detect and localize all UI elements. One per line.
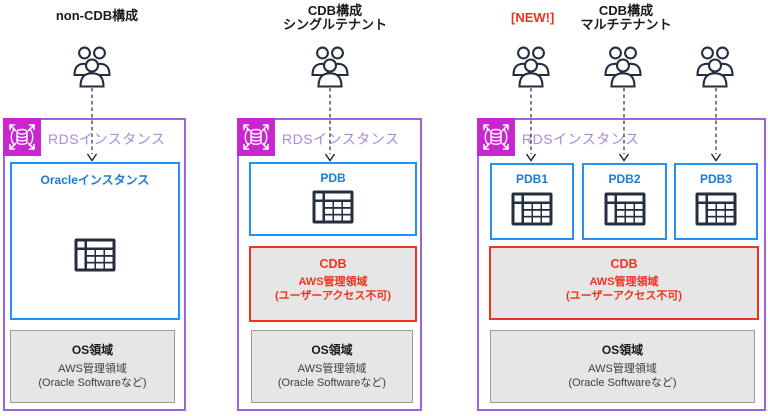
column-title-line: CDB構成 — [598, 3, 654, 18]
os-area-box: OS領域 AWS管理領域 (Oracle Softwareなど) — [10, 330, 175, 403]
database-table-icon — [695, 192, 737, 226]
pdb-label: PDB2 — [608, 172, 641, 186]
os-line: (Oracle Softwareなど) — [277, 377, 387, 389]
rds-instance-label: RDSインスタンス — [48, 131, 166, 147]
database-table-icon — [312, 190, 354, 224]
column-title-cdb-multi: CDB構成 マルチテナント — [568, 4, 684, 32]
os-line: (Oracle Softwareなど) — [568, 377, 677, 389]
cdb-line: (ユーザーアクセス不可) — [274, 290, 392, 302]
cdb-line: (ユーザーアクセス不可) — [565, 290, 683, 302]
column-title-line: CDB構成 — [307, 3, 363, 18]
os-title: OS領域 — [601, 343, 644, 357]
cdb-line: AWS管理領域 — [298, 276, 368, 288]
column-title-line: non-CDB構成 — [55, 8, 139, 23]
os-area-box: OS領域 AWS管理領域 (Oracle Softwareなど) — [251, 330, 413, 403]
users-group-icon — [310, 44, 350, 88]
cdb-line: AWS管理領域 — [589, 276, 659, 288]
pdb-label: PDB1 — [515, 172, 548, 186]
rds-instance-label: RDSインスタンス — [282, 131, 400, 147]
pdb-label: PDB — [320, 171, 346, 185]
column-title-line: マルチテナント — [580, 17, 672, 32]
oracle-instance-label: Oracleインスタンス — [40, 173, 150, 187]
amazon-rds-icon — [237, 118, 275, 156]
pdb-label: PDB3 — [699, 172, 732, 186]
database-table-icon — [604, 192, 646, 226]
users-group-icon — [511, 44, 551, 88]
pdb-box: PDB3 — [674, 163, 758, 240]
column-title-non-cdb: non-CDB構成 — [17, 9, 177, 23]
os-title: OS領域 — [311, 343, 353, 357]
cdb-managed-box: CDB AWS管理領域 (ユーザーアクセス不可) — [249, 246, 417, 322]
dashed-down-arrow — [525, 87, 537, 162]
oracle-instance-box: Oracleインスタンス — [10, 162, 180, 320]
amazon-rds-icon — [477, 118, 515, 156]
amazon-rds-icon — [3, 118, 41, 156]
dashed-down-arrow — [618, 87, 630, 162]
pdb-box: PDB2 — [582, 163, 667, 240]
pdb-box: PDB — [249, 162, 417, 236]
os-line: AWS管理領域 — [58, 363, 127, 375]
os-area-box: OS領域 AWS管理領域 (Oracle Softwareなど) — [490, 330, 755, 403]
rds-instance-label: RDSインスタンス — [522, 131, 640, 147]
cdb-title: CDB — [319, 257, 347, 271]
pdb-box: PDB1 — [490, 163, 574, 240]
os-line: (Oracle Softwareなど) — [38, 377, 147, 389]
dashed-down-arrow — [86, 87, 98, 162]
new-badge: [NEW!] — [511, 10, 555, 25]
dashed-down-arrow — [710, 87, 722, 162]
users-group-icon — [695, 44, 735, 88]
os-line: AWS管理領域 — [588, 363, 657, 375]
users-group-icon — [603, 44, 643, 88]
database-table-icon — [511, 192, 553, 226]
cdb-title: CDB — [610, 257, 638, 271]
cdb-managed-box: CDB AWS管理領域 (ユーザーアクセス不可) — [489, 246, 759, 320]
users-group-icon — [72, 44, 112, 88]
os-title: OS領域 — [71, 343, 114, 357]
database-table-icon — [74, 238, 116, 272]
os-line: AWS管理領域 — [297, 363, 367, 375]
column-title-line: シングルテナント — [282, 17, 387, 32]
column-title-cdb-single: CDB構成 シングルテナント — [250, 4, 420, 32]
dashed-down-arrow — [324, 87, 336, 162]
